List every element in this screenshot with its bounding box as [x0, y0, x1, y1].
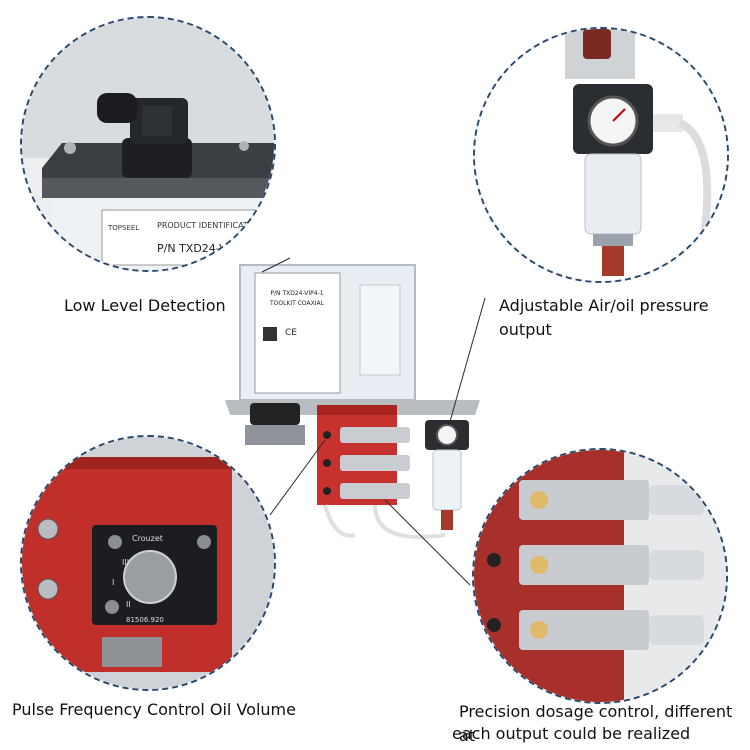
pressure-regulator-photo [475, 29, 727, 281]
dial-mark-3: III [122, 558, 129, 567]
dosage-output-2 [487, 545, 704, 585]
dosage-label-line1: Precision dosage control, different at [459, 702, 733, 745]
device-plate-title: P/N TXD24-VIP4-1 [270, 290, 323, 297]
plate-line-1: PRODUCT IDENTIFICATION [157, 221, 262, 230]
plate-brand: TOPSEEL [107, 224, 139, 232]
frequency-dial [123, 550, 177, 604]
pulse-callout: Crouzet I II III 81506.920 [20, 435, 276, 691]
low-level-callout: PRODUCT IDENTIFICATION P/N TXD24-VIP4-F … [20, 16, 276, 272]
air-oil-label-line1: Adjustable Air/oil pressure [499, 296, 709, 315]
dial-mark-2: II [126, 600, 131, 609]
dosage-callout [472, 448, 728, 704]
device-plate-subtitle: TOOLKIT COAXIAL [269, 300, 325, 307]
pulse-timer-photo: Crouzet I II III 81506.920 [22, 437, 274, 689]
low-level-label: Low Level Detection [64, 296, 226, 315]
dosage-outputs-photo [474, 450, 726, 702]
pulse-label: Pulse Frequency Control Oil Volume [12, 700, 296, 719]
dosage-output-1 [487, 480, 704, 520]
dosage-output-3 [487, 610, 704, 650]
dosage-label-line2: each output could be realized [452, 724, 691, 743]
ce-mark: CE [285, 328, 297, 338]
level-sensor-photo: PRODUCT IDENTIFICATION P/N TXD24-VIP4-F … [22, 18, 274, 270]
dial-code: 81506.920 [126, 616, 164, 624]
dial-brand: Crouzet [132, 534, 163, 543]
plate-line-2: P/N TXD24-VIP4-F [157, 242, 254, 255]
dial-mark-1: I [112, 578, 114, 587]
air-oil-label-line2: output [499, 320, 552, 339]
air-oil-callout [473, 27, 729, 283]
